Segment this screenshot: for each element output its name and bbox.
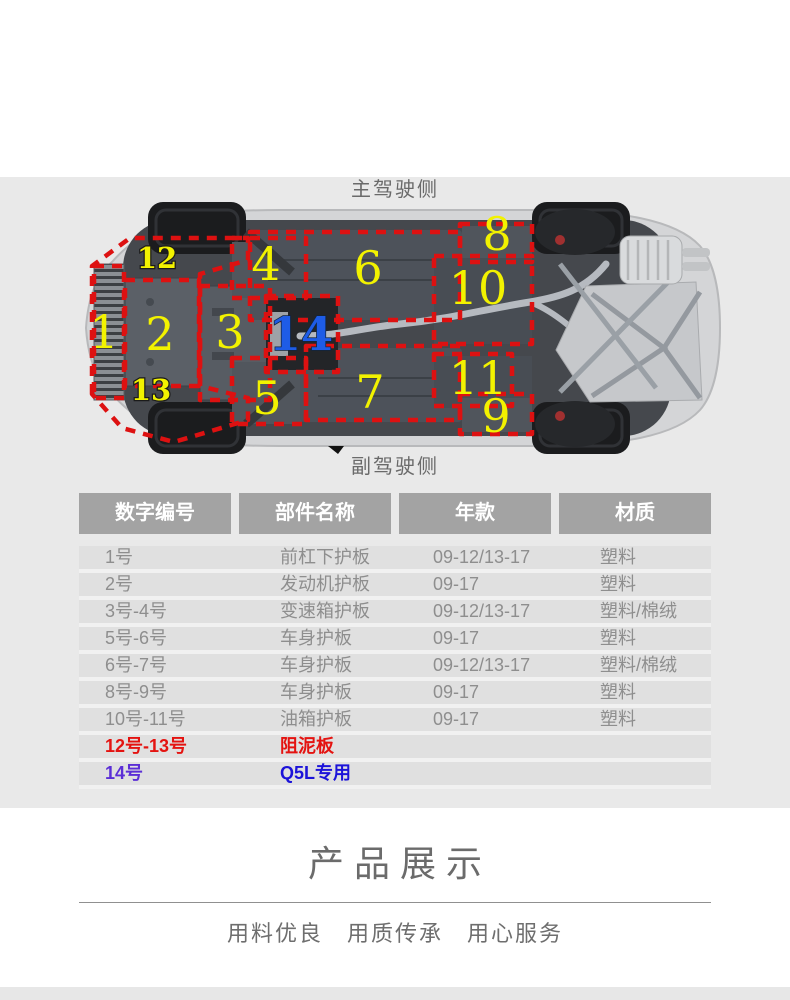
muffler bbox=[619, 235, 710, 285]
column-header: 年款 bbox=[399, 493, 551, 534]
parts-table: 数字编号部件名称年款材质 1号 前杠下护板 09-12/13-17 塑料 2号 发动机护板… bbox=[79, 493, 711, 789]
table-cell: 8号-9号 bbox=[105, 682, 168, 702]
table-body: 1号 前杠下护板 09-12/13-17 塑料 2号 发动机护板 09-17 塑料 3号-4号 变… bbox=[79, 546, 711, 789]
table-row: 8号-9号 车身护板 09-17 塑料 bbox=[79, 681, 711, 708]
table-cell: 前杠下护板 bbox=[280, 547, 370, 567]
part-number-11: 11 bbox=[449, 351, 508, 405]
table-row: 1号 前杠下护板 09-12/13-17 塑料 bbox=[79, 546, 711, 573]
body-panel-7 bbox=[300, 348, 462, 422]
part-number-4: 4 bbox=[251, 237, 280, 291]
table-cell bbox=[399, 762, 551, 785]
bottom-margin bbox=[0, 987, 790, 1000]
table-cell: 塑料 bbox=[600, 628, 636, 648]
rear-suspension-top bbox=[535, 209, 615, 255]
part-number-14: 14 bbox=[269, 307, 333, 361]
column-header: 部件名称 bbox=[239, 493, 391, 534]
part-region-outlines bbox=[89, 221, 535, 445]
underbody-diagram-section: 主驾驶侧 bbox=[0, 177, 790, 808]
table-cell: 09-12/13-17 bbox=[433, 655, 531, 675]
table-row: 3号-4号 变速箱护板 09-12/13-17 塑料/棉绒 bbox=[79, 600, 711, 627]
table-cell: 油箱护板 bbox=[280, 709, 352, 729]
table-cell: 09-12/13-17 bbox=[433, 547, 531, 567]
table-cell: 5号-6号 bbox=[105, 628, 168, 648]
table-row: 12号-13号 阻泥板 bbox=[79, 735, 711, 762]
table-cell: 塑料/棉绒 bbox=[600, 655, 678, 675]
table-cell: 2号 bbox=[105, 574, 134, 594]
table-cell: 塑料 bbox=[600, 682, 636, 702]
table-cell: 09-17 bbox=[433, 574, 480, 594]
part-number-7: 7 bbox=[355, 365, 384, 419]
column-header: 材质 bbox=[559, 493, 711, 534]
table-row: 2号 发动机护板 09-17 塑料 bbox=[79, 573, 711, 600]
table-cell: 车身护板 bbox=[280, 682, 352, 702]
part-number-1: 1 bbox=[89, 305, 118, 359]
shark-fin bbox=[328, 446, 344, 454]
table-cell: 塑料 bbox=[600, 547, 636, 567]
table-cell bbox=[559, 762, 711, 785]
table-cell: 14号 bbox=[105, 763, 144, 783]
table-cell bbox=[399, 735, 551, 758]
column-header: 数字编号 bbox=[79, 493, 231, 534]
table-cell: 12号-13号 bbox=[105, 736, 188, 756]
table-cell: 09-17 bbox=[433, 682, 480, 702]
table-cell: 塑料 bbox=[600, 574, 636, 594]
table-row: 5号-6号 车身护板 09-17 塑料 bbox=[79, 627, 711, 654]
table-row: 14号 Q5L专用 bbox=[79, 762, 711, 789]
wheel-front-left bbox=[148, 202, 246, 254]
table-cell: Q5L专用 bbox=[280, 763, 352, 783]
table-cell bbox=[559, 735, 711, 758]
product-display-section: 产品展示 用料优良 用质传承 用心服务 bbox=[0, 808, 790, 987]
front-bumper-guard bbox=[93, 263, 125, 401]
passenger-side-label: 副驾驶侧 bbox=[351, 456, 439, 478]
part-number-12: 12 bbox=[137, 241, 177, 275]
table-cell: 塑料 bbox=[600, 709, 636, 729]
part-number-5: 5 bbox=[252, 371, 281, 425]
table-cell: 1号 bbox=[105, 547, 134, 567]
table-cell: 10号-11号 bbox=[105, 709, 186, 729]
part-number-3: 3 bbox=[215, 305, 244, 359]
part-number-6: 6 bbox=[353, 241, 382, 295]
top-margin bbox=[0, 0, 790, 177]
table-cell: 09-17 bbox=[433, 709, 480, 729]
body-panel-9 bbox=[462, 398, 532, 432]
driver-side-label: 主驾驶侧 bbox=[351, 179, 439, 201]
table-row: 6号-7号 车身护板 09-12/13-17 塑料/棉绒 bbox=[79, 654, 711, 681]
table-cell: 09-12/13-17 bbox=[433, 601, 531, 621]
part-number-13: 13 bbox=[131, 373, 171, 407]
table-cell: 塑料/棉绒 bbox=[600, 601, 678, 621]
part-number-9: 9 bbox=[481, 389, 510, 443]
part-number-2: 2 bbox=[145, 307, 174, 361]
table-cell: 6号-7号 bbox=[105, 655, 168, 675]
table-cell: 车身护板 bbox=[280, 628, 352, 648]
divider-line bbox=[79, 902, 711, 903]
part-number-8: 8 bbox=[482, 207, 511, 261]
table-row: 10号-11号 油箱护板 09-17 塑料 bbox=[79, 708, 711, 735]
part-number-10: 10 bbox=[449, 261, 508, 315]
slogan-text: 用料优良 用质传承 用心服务 bbox=[226, 921, 563, 946]
table-cell: 变速箱护板 bbox=[280, 601, 370, 621]
table-cell: 阻泥板 bbox=[280, 736, 334, 756]
table-cell: 09-17 bbox=[433, 628, 480, 648]
rear-suspension-bottom bbox=[535, 401, 615, 447]
wheel-front-right bbox=[148, 402, 246, 454]
table-header-row: 数字编号部件名称年款材质 bbox=[79, 493, 711, 534]
table-cell: 发动机护板 bbox=[280, 574, 370, 594]
section-title: 产品展示 bbox=[307, 843, 492, 884]
table-cell: 车身护板 bbox=[280, 655, 352, 675]
table-cell: 3号-4号 bbox=[105, 601, 168, 621]
